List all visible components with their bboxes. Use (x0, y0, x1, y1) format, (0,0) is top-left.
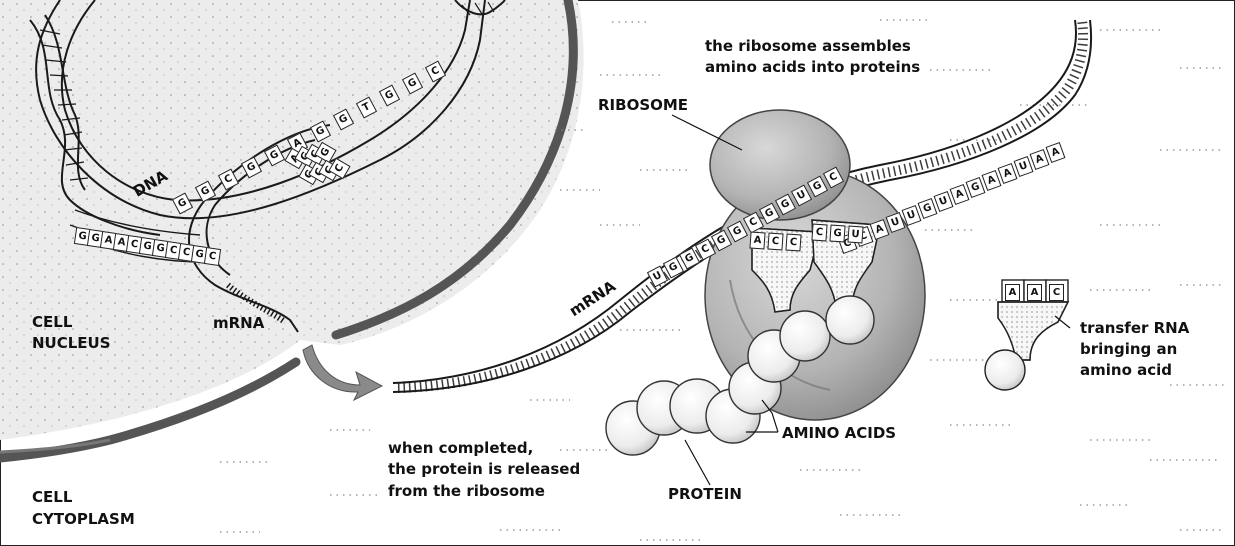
caption-ribosome-line1: the ribosome assembles (705, 36, 911, 56)
base-letter: C (204, 247, 221, 266)
export-arrow (303, 345, 382, 400)
base-letter: U (847, 225, 863, 243)
free-amino-acid (985, 350, 1025, 390)
base-letter: C (767, 232, 783, 250)
label-ribosome: RIBOSOME (598, 96, 688, 115)
base-letter: C (1049, 284, 1064, 301)
label-protein: PROTEIN (668, 485, 742, 504)
label-mrna-nucleus: mRNA (213, 314, 264, 333)
label-cell-nucleus-line1: CELL (32, 313, 72, 332)
caption-release-line1: when completed, (388, 438, 533, 458)
label-cell-nucleus-line2: NUCLEUS (32, 334, 111, 353)
base-letter: C (785, 233, 801, 251)
base-letter: G (829, 224, 845, 242)
caption-trna-line1: transfer RNA (1080, 318, 1189, 338)
caption-trna-line3: amino acid (1080, 360, 1172, 380)
label-cell-cytoplasm-line2: CYTOPLASM (32, 510, 135, 529)
caption-ribosome-line2: amino acids into proteins (705, 57, 920, 77)
base-letter: C (811, 223, 827, 241)
label-amino-acids: AMINO ACIDS (782, 424, 896, 443)
base-letter: A (1027, 284, 1042, 301)
caption-release-line2: the protein is released (388, 459, 580, 479)
base-letter: A (749, 231, 765, 249)
caption-release-line3: from the ribosome (388, 481, 545, 501)
caption-trna-line2: bringing an (1080, 339, 1177, 359)
base-letter: A (1005, 284, 1020, 301)
label-cell-cytoplasm-line1: CELL (32, 488, 72, 507)
